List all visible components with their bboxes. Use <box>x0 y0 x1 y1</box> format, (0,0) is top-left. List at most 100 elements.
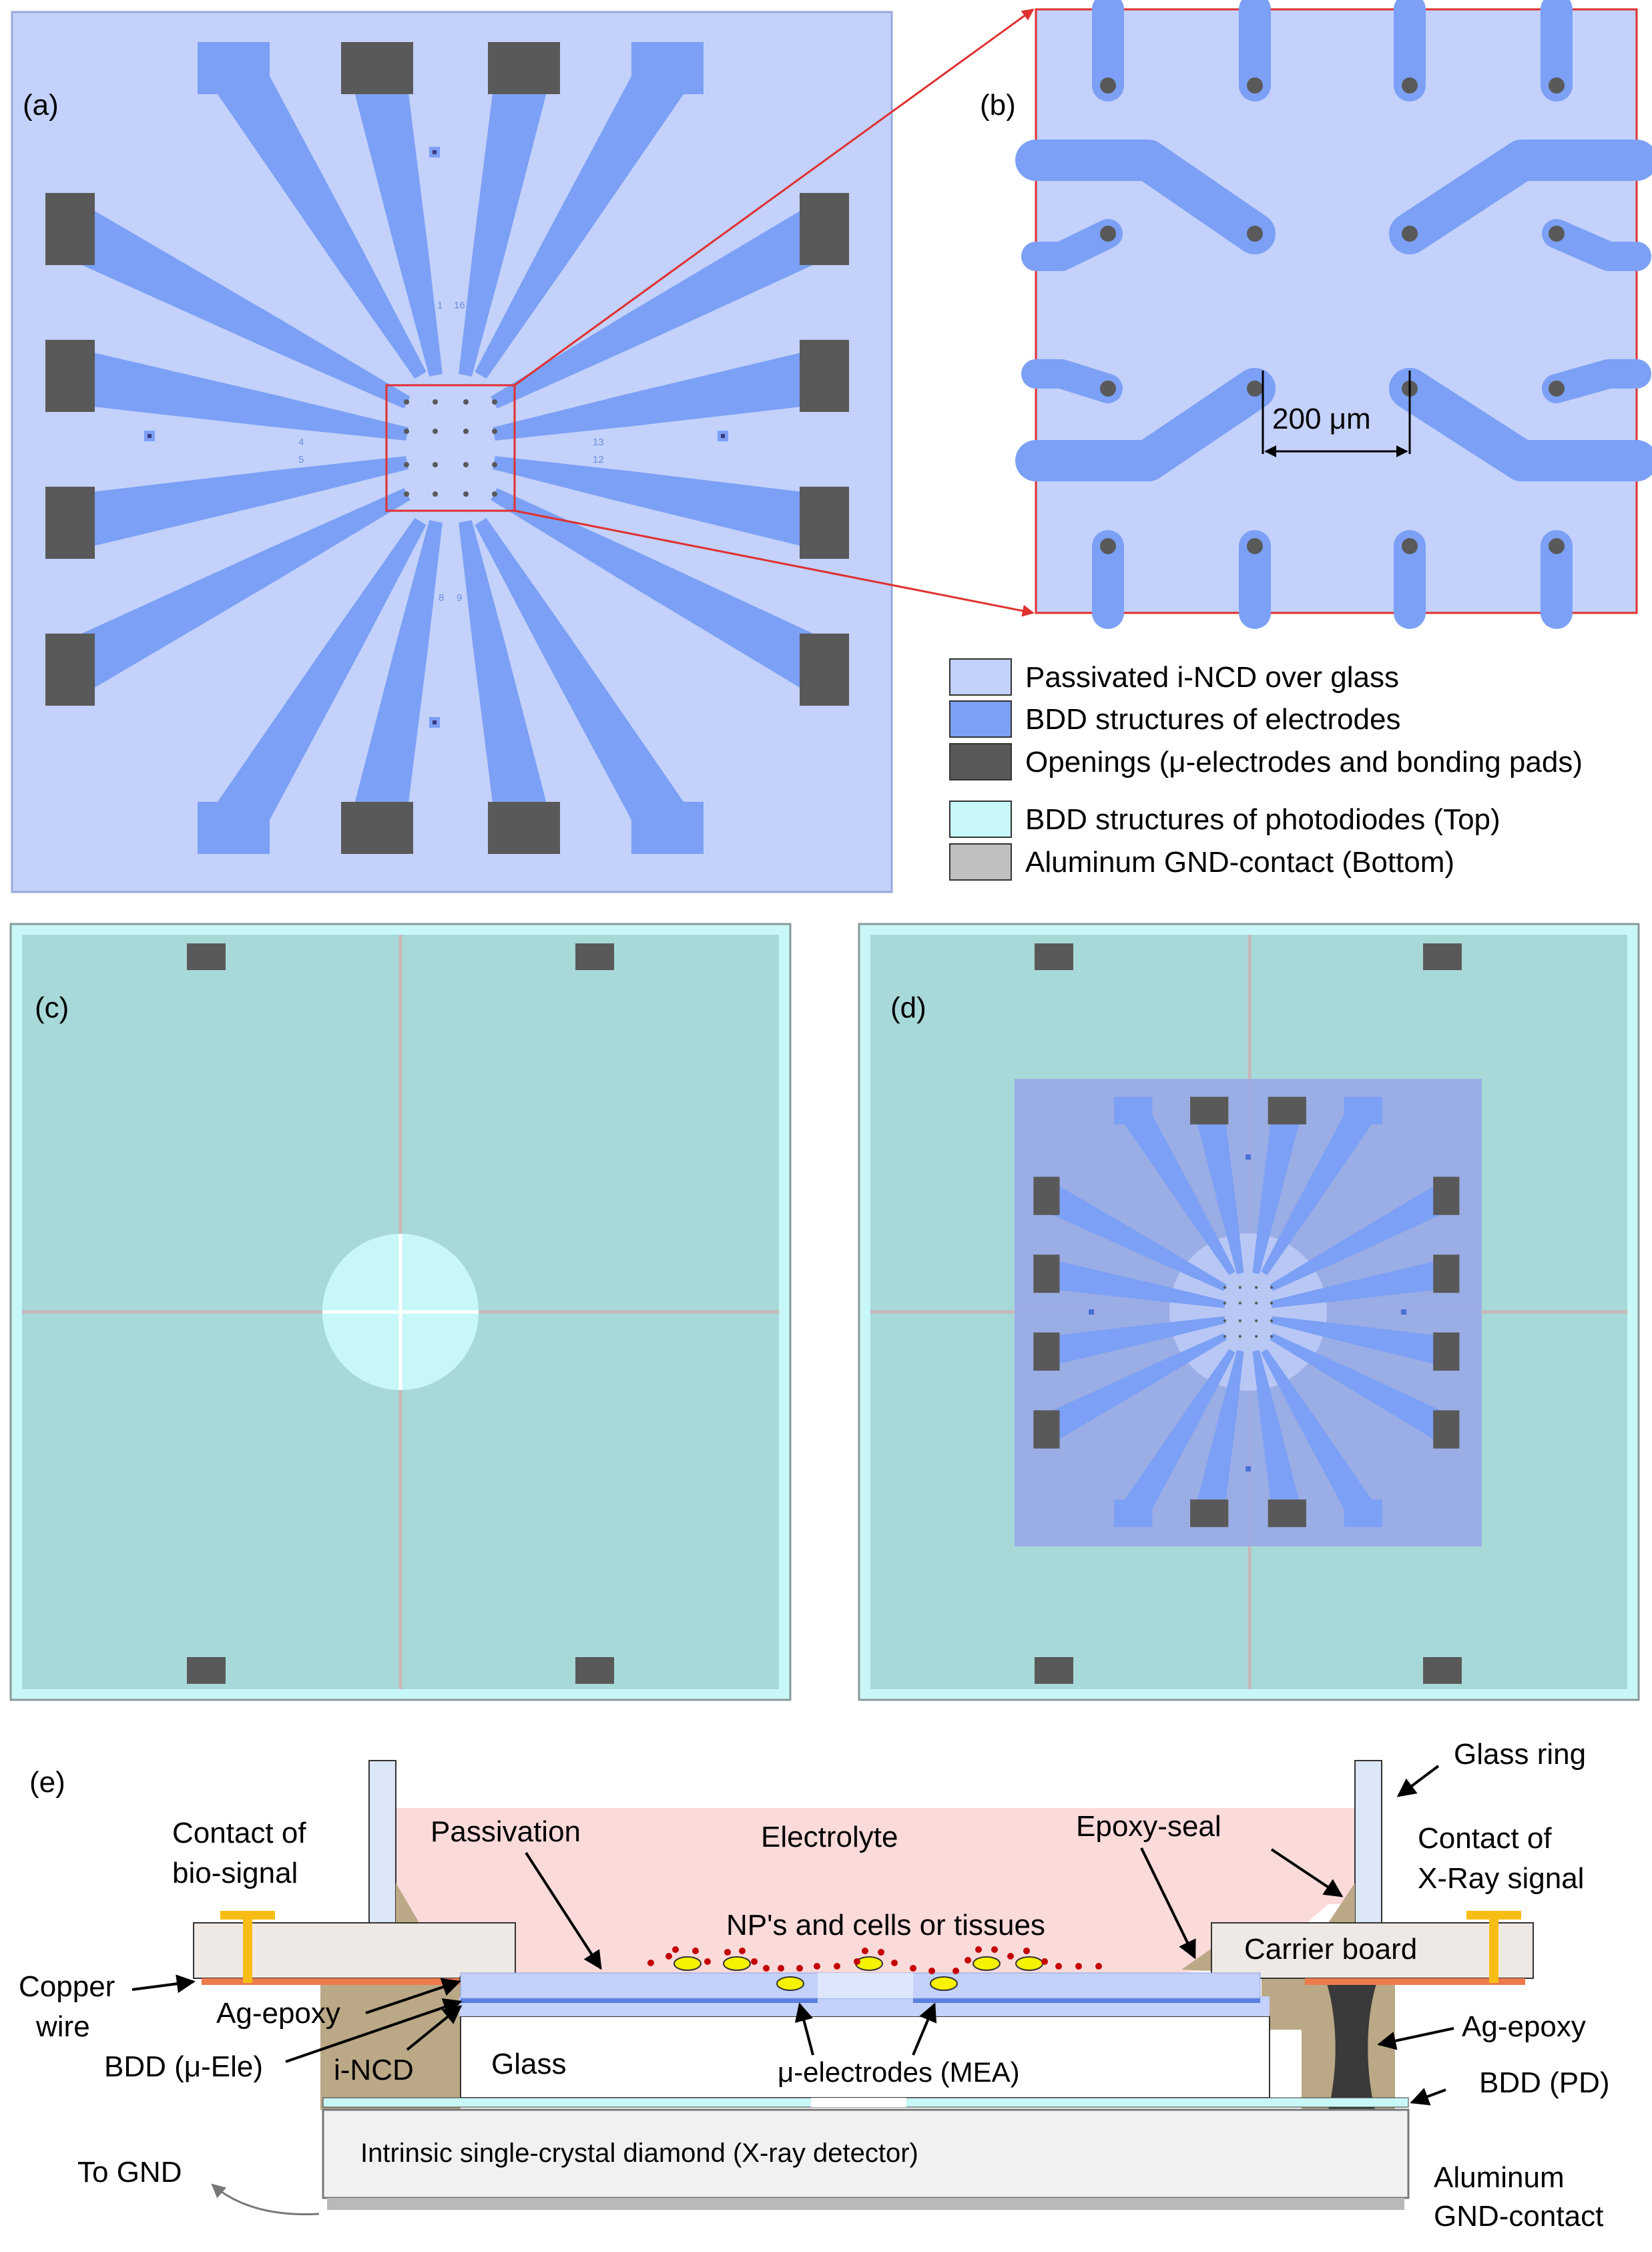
nanoparticle <box>672 1946 679 1953</box>
aluminum-line2: GND-contact <box>1434 2200 1603 2233</box>
zoom-microelectrode <box>1100 77 1116 93</box>
panel-a-trace <box>210 517 427 843</box>
contact-pin-right-stem <box>1489 1911 1498 1983</box>
panel-a-pad <box>45 193 95 265</box>
zoom-microelectrode <box>1100 226 1116 242</box>
nanoparticle <box>862 1948 868 1954</box>
panel-d-pad <box>1433 1255 1460 1293</box>
cell <box>776 1976 804 1991</box>
zoom-microelectrode <box>1247 538 1263 554</box>
nanoparticle <box>991 1946 998 1953</box>
zoom-trace <box>1021 219 1123 271</box>
epoxy-seal-arrow <box>1140 1847 1196 1960</box>
bdd-uele-arrow <box>285 1998 463 2063</box>
zoom-trace <box>1389 368 1652 481</box>
panel-d-trace <box>1043 1316 1226 1367</box>
cell <box>673 1956 702 1971</box>
panel-d-pad <box>1114 1499 1153 1528</box>
panel-d-pad <box>1433 1176 1460 1215</box>
contact-bio-line1: Contact of <box>172 1817 306 1849</box>
panel-d-trace <box>1120 1102 1235 1275</box>
legend-label-3: Openings (μ-electrodes and bonding pads) <box>1025 746 1583 778</box>
tiny-label-16: 16 <box>454 300 465 311</box>
nanoparticle <box>834 1963 840 1970</box>
panel-a-pad <box>198 802 270 854</box>
panel-d-trace <box>1269 1182 1454 1291</box>
nanoparticle <box>1041 1958 1048 1965</box>
cell <box>930 1976 958 1991</box>
panel-a-pad <box>631 42 704 94</box>
panel-a-microelectrode <box>492 491 497 497</box>
panel-d-pad <box>1033 1176 1060 1215</box>
tiny-label-4: 4 <box>298 437 304 448</box>
panel-a-substrate <box>11 11 893 893</box>
to-gnd-text: To GND <box>77 2156 182 2189</box>
nanoparticle <box>910 1965 916 1972</box>
tiny-label-13: 13 <box>593 437 604 448</box>
glass-ring-right <box>1354 1760 1382 1924</box>
legend-label-2: BDD structures of electrodes <box>1025 703 1400 736</box>
copper-wire-line2: wire <box>35 2010 90 2043</box>
zoom-trace <box>1389 140 1652 254</box>
panel-d-pad <box>1344 1096 1382 1125</box>
zoom-microelectrode <box>1402 538 1418 554</box>
panel-a-microelectrode <box>492 399 497 405</box>
panel-d-microelectrode <box>1270 1335 1274 1338</box>
panel-d-marker <box>1246 1466 1251 1472</box>
panel-a-microelectrode <box>433 399 438 405</box>
nanoparticle <box>1023 1948 1030 1954</box>
panel-a-pad <box>45 634 95 706</box>
panel-d-trace <box>1252 1350 1302 1516</box>
cells-and-nps <box>647 1946 1102 1991</box>
nanoparticle <box>1075 1963 1082 1970</box>
panel-d-center-window <box>1169 1233 1327 1391</box>
panel-a-pad <box>800 487 849 559</box>
panel-d-label: (d) <box>890 991 926 1024</box>
panel-a-pad <box>488 802 560 854</box>
panel-d: (d) <box>858 923 1640 1701</box>
panel-d-pad <box>1268 1499 1306 1528</box>
panel-a-microelectrode <box>404 399 409 405</box>
panel-d-pad <box>1433 1410 1460 1449</box>
panel-d-pad-tr <box>1423 943 1462 970</box>
panel-a-microelectrode <box>492 429 497 434</box>
bdd-pd-gap <box>811 2098 906 2107</box>
panel-d-microelectrode <box>1223 1319 1227 1323</box>
panel-a-trace <box>349 63 443 377</box>
zoom-trace <box>1542 219 1651 271</box>
nanoparticle <box>1055 1963 1062 1970</box>
panel-a-trace <box>57 204 410 409</box>
panel-a-microelectrode <box>404 491 409 497</box>
panel-c-pad-bl <box>187 1657 226 1684</box>
epoxy-seal-text: Epoxy-seal <box>1076 1810 1221 1843</box>
scale-text: 200 μm <box>1272 403 1371 435</box>
panel-c-pad-br <box>575 1657 614 1684</box>
panel-a-trace <box>491 488 838 695</box>
panel-d-marker <box>1401 1309 1406 1315</box>
legend-label-5: Aluminum GND-contact (Bottom) <box>1025 846 1454 879</box>
nanoparticle <box>665 1953 672 1960</box>
bdd-pd-text: BDD (PD) <box>1479 2066 1610 2099</box>
tiny-label-9: 9 <box>457 592 462 604</box>
zoom-microelectrode <box>1247 381 1263 397</box>
copper-wire-line1: Copper <box>19 1970 115 2003</box>
panel-c-label: (c) <box>35 991 69 1024</box>
panel-d-pad <box>1190 1096 1229 1125</box>
panel-a-pad <box>45 340 95 412</box>
panel-d-marker <box>1089 1309 1094 1315</box>
panel-e: (e) <box>19 1738 1610 2233</box>
panel-a-microelectrode <box>404 462 409 467</box>
panel-d-trace <box>1261 1349 1376 1522</box>
panel-a-trace <box>65 348 408 441</box>
alignment-marker-dot <box>148 434 152 438</box>
nps-text: NP's and cells or tissues <box>726 1909 1045 1942</box>
panel-d-pad <box>1114 1096 1153 1125</box>
zoom-microelectrode <box>1549 226 1565 242</box>
panel-d-pad <box>1344 1499 1382 1528</box>
zoom-microelectrode <box>1549 538 1565 554</box>
panel-d-pad <box>1033 1410 1060 1449</box>
panel-d-trace <box>1252 1108 1302 1275</box>
panel-d-microelectrode <box>1255 1319 1258 1323</box>
